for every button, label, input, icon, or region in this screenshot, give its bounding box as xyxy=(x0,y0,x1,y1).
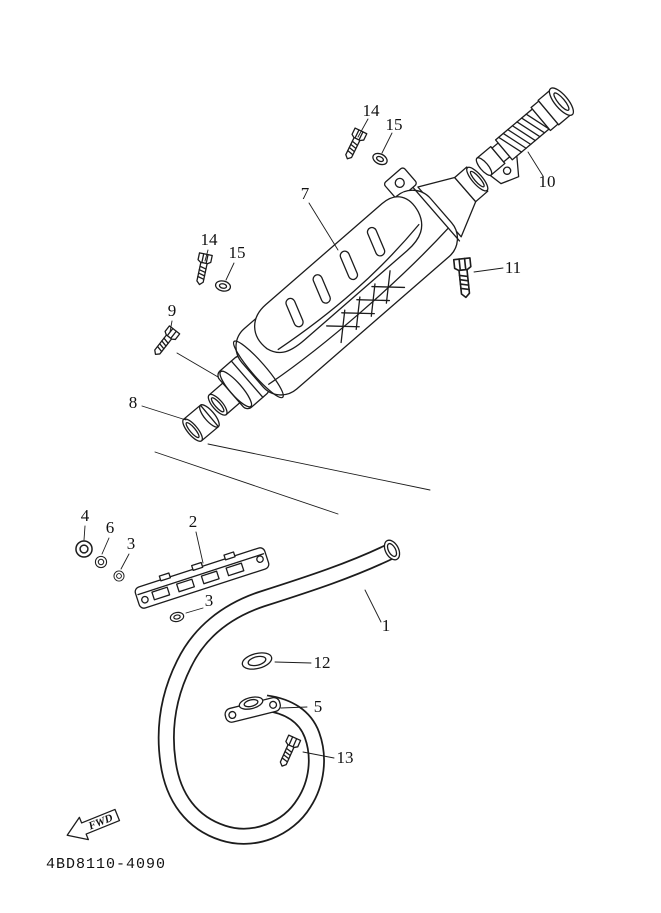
washer-15-top xyxy=(370,150,390,168)
callout-15-top: 15 xyxy=(386,115,403,134)
muffler-hatch xyxy=(326,270,406,344)
washer-15-left xyxy=(213,278,233,294)
part-code: 4BD8110-4090 xyxy=(46,856,166,873)
callout-12: 12 xyxy=(314,653,331,672)
callout-11: 11 xyxy=(505,258,521,277)
bolt-11 xyxy=(452,257,475,300)
washer-6 xyxy=(94,555,108,569)
callout-5: 5 xyxy=(314,697,323,716)
washer-3-lower xyxy=(168,610,186,624)
tailpipe-assembly xyxy=(475,87,575,185)
callout-10: 10 xyxy=(539,172,556,191)
washer-3-upper xyxy=(113,570,125,582)
callout-3-upper: 3 xyxy=(127,534,136,553)
stay-bracket xyxy=(134,547,270,609)
drawing-layer: 14 15 7 10 11 14 15 9 8 4 6 3 2 3 1 12 5… xyxy=(46,87,575,873)
callout-3-lower: 3 xyxy=(205,591,214,610)
bolt-14-left xyxy=(192,252,213,287)
tailpipe-rib-hatch xyxy=(498,113,550,153)
muffler-gasket xyxy=(182,404,220,442)
callout-8: 8 xyxy=(129,393,138,412)
fwd-label: FWD xyxy=(86,812,115,833)
callout-2: 2 xyxy=(189,512,198,531)
callout-1: 1 xyxy=(382,616,391,635)
exhaust-pipe xyxy=(157,539,401,845)
leader-lines xyxy=(83,118,544,759)
bolt-14-top xyxy=(340,127,368,163)
exhaust-flange xyxy=(224,696,281,723)
callout-6: 6 xyxy=(106,518,115,537)
callout-9: 9 xyxy=(168,301,177,320)
bolt-9 xyxy=(149,325,181,359)
callout-14-top: 14 xyxy=(363,101,381,120)
fwd-arrow: FWD xyxy=(66,808,121,841)
washer-4 xyxy=(75,540,93,558)
callout-15-left: 15 xyxy=(229,243,246,262)
callout-13: 13 xyxy=(337,748,354,767)
callout-4: 4 xyxy=(81,506,90,525)
callout-14-left: 14 xyxy=(201,230,219,249)
muffler-assembly xyxy=(207,166,489,416)
callout-7: 7 xyxy=(301,184,310,203)
callout-labels: 14 15 7 10 11 14 15 9 8 4 6 3 2 3 1 12 5… xyxy=(81,101,556,767)
bolt-13 xyxy=(275,734,302,770)
exhaust-gasket-ring xyxy=(241,652,273,670)
